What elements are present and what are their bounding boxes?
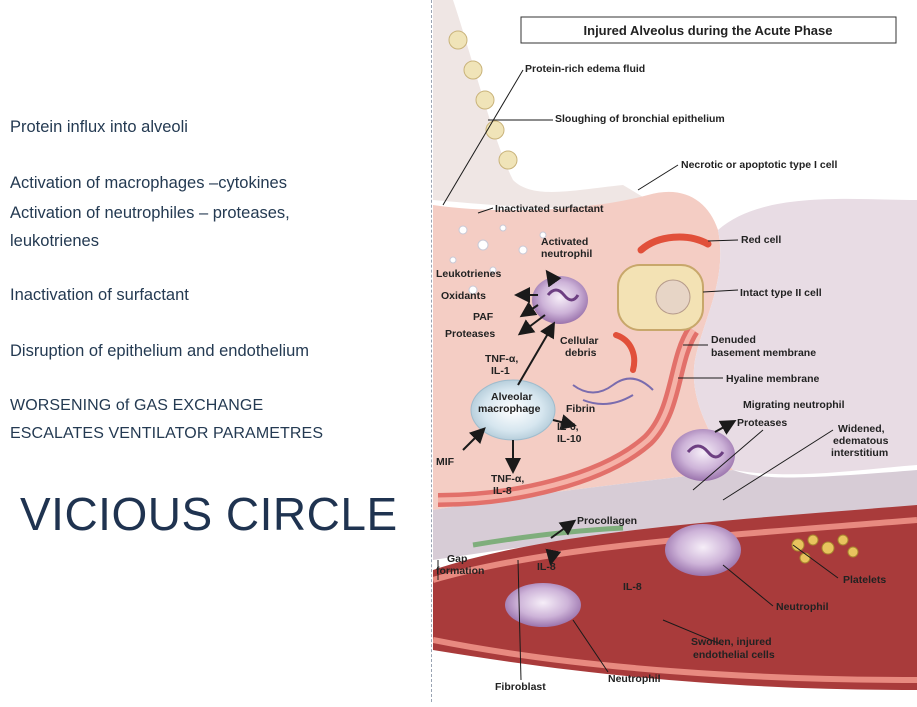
label-edema: Protein-rich edema fluid — [525, 63, 645, 75]
bullet-disruption: Disruption of epithelium and endothelium — [10, 342, 309, 361]
bullet-leukotrienes: leukotrienes — [10, 232, 99, 251]
migrating-neutrophil — [671, 429, 735, 481]
label-mif: MIF — [436, 456, 455, 468]
label-fibrin: Fibrin — [566, 403, 595, 415]
bullet-neutrophiles: Activation of neutrophiles – proteases, — [10, 204, 290, 223]
label-widened-3: interstitium — [831, 447, 888, 459]
label-alveolar-1: Alveolar — [491, 391, 532, 403]
label-red-cell: Red cell — [741, 234, 781, 246]
label-il6-a: IL-6, — [557, 421, 579, 433]
label-cellular-1: Cellular — [560, 335, 599, 347]
label-neutrophil-2: Neutrophil — [608, 673, 661, 685]
label-tnf-il8-a: TNF-α, — [491, 473, 524, 485]
label-neutrophil-1: Neutrophil — [776, 601, 829, 613]
label-gap-1: Gap — [447, 553, 467, 565]
label-paf: PAF — [473, 311, 494, 323]
label-activated-1: Activated — [541, 236, 588, 248]
activated-neutrophil — [532, 276, 588, 324]
alveolus-figure: Injured Alveolus during the Acute Phase — [433, 0, 917, 702]
label-fibroblast: Fibroblast — [495, 681, 546, 693]
label-denuded-1: Denuded — [711, 334, 756, 346]
label-leukotrienes: Leukotrienes — [436, 268, 502, 280]
label-surfactant: Inactivated surfactant — [495, 203, 604, 215]
label-procollagen: Procollagen — [577, 515, 637, 527]
label-widened-2: edematous — [833, 435, 889, 447]
label-sloughing: Sloughing of bronchial epithelium — [555, 113, 725, 125]
label-platelets: Platelets — [843, 574, 886, 586]
label-necrotic: Necrotic or apoptotic type I cell — [681, 159, 837, 171]
label-denuded-2: basement membrane — [711, 347, 816, 359]
bullet-worsening: WORSENING of GAS EXCHANGE — [10, 397, 263, 415]
label-gap-2: formation — [436, 565, 484, 577]
label-cellular-2: debris — [565, 347, 597, 359]
label-tnf-il1-b: IL-1 — [491, 365, 510, 377]
text-panel: Protein influx into alveoli Activation o… — [0, 0, 431, 702]
label-swollen-1: Swollen, injured — [691, 636, 772, 648]
bullet-surfactant: Inactivation of surfactant — [10, 286, 189, 305]
label-tnf-il8-b: IL-8 — [493, 485, 512, 497]
bullet-escalates: ESCALATES VENTILATOR PARAMETRES — [10, 425, 323, 443]
label-il8-a: IL-8 — [537, 561, 556, 573]
vessel-neutrophil-right — [665, 524, 741, 576]
label-hyaline: Hyaline membrane — [726, 373, 820, 385]
type-ii-cell — [618, 265, 703, 330]
label-alveolar-2: macrophage — [478, 403, 541, 415]
label-swollen-2: endothelial cells — [693, 649, 775, 661]
label-proteases-left: Proteases — [445, 328, 495, 340]
bullet-protein-influx: Protein influx into alveoli — [10, 118, 188, 137]
vessel-neutrophil-left — [505, 583, 581, 627]
panel-divider — [431, 0, 432, 702]
alveolus-illustration: Injured Alveolus during the Acute Phase — [433, 0, 917, 702]
label-migrating: Migrating neutrophil — [743, 399, 845, 411]
label-oxidants: Oxidants — [441, 290, 486, 302]
figure-title: Injured Alveolus during the Acute Phase — [584, 23, 833, 38]
label-proteases-right: Proteases — [737, 417, 787, 429]
label-activated-2: neutrophil — [541, 248, 592, 260]
bullet-macrophages: Activation of macrophages –cytokines — [10, 174, 287, 193]
label-intact-type-ii: Intact type II cell — [740, 287, 822, 299]
vicious-circle-headline: VICIOUS CIRCLE — [20, 487, 398, 541]
label-tnf-il1-a: TNF-α, — [485, 353, 518, 365]
label-il8-b: IL-8 — [623, 581, 642, 593]
label-il6-b: IL-10 — [557, 433, 582, 445]
label-widened-1: Widened, — [838, 423, 885, 435]
